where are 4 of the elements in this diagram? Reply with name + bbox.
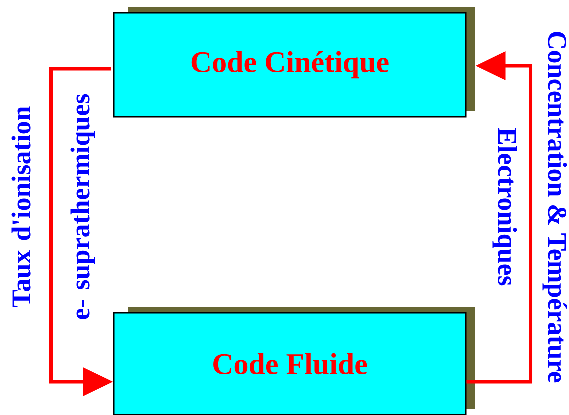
process-box: Code Cinétique bbox=[113, 7, 475, 118]
edge-label: Concentration & Température Electroniques bbox=[492, 32, 568, 383]
process-box: Code Fluide bbox=[113, 307, 475, 415]
edge-label: Taux d'ionisation e- suprathermiques bbox=[12, 94, 96, 320]
